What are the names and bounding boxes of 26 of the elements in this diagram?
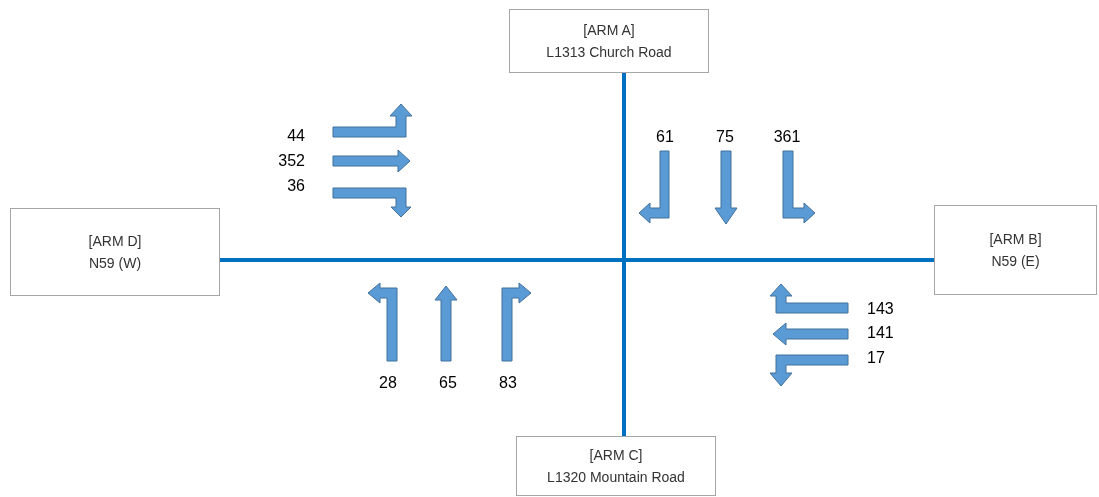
arm-box	[516, 436, 716, 496]
traffic-count: 17	[867, 348, 885, 368]
road-name: L1320 Mountain Road	[547, 468, 685, 487]
traffic-count: 75	[715, 127, 735, 147]
traffic-count: 141	[867, 323, 894, 343]
traffic-count: 44	[287, 126, 305, 146]
arm-box	[509, 9, 709, 73]
arm-name: [ARM C]	[589, 446, 643, 465]
arm-name: [ARM A]	[583, 21, 635, 40]
arm-box	[934, 205, 1097, 295]
arm-box	[10, 208, 220, 296]
traffic-count: 65	[438, 373, 458, 393]
traffic-count: 61	[655, 127, 675, 147]
traffic-count: 28	[378, 373, 398, 393]
traffic-count: 361	[772, 127, 802, 147]
arm-name: [ARM B]	[989, 230, 1042, 249]
traffic-count: 352	[278, 151, 305, 171]
road-line	[220, 258, 934, 262]
road-name: L1313 Church Road	[546, 43, 672, 62]
road-name: N59 (W)	[88, 254, 142, 273]
road-name: N59 (E)	[991, 252, 1040, 271]
traffic-count: 143	[867, 299, 894, 319]
traffic-count: 36	[287, 176, 305, 196]
road-line	[622, 73, 626, 436]
traffic-count: 83	[498, 373, 518, 393]
arm-name: [ARM D]	[88, 232, 142, 251]
